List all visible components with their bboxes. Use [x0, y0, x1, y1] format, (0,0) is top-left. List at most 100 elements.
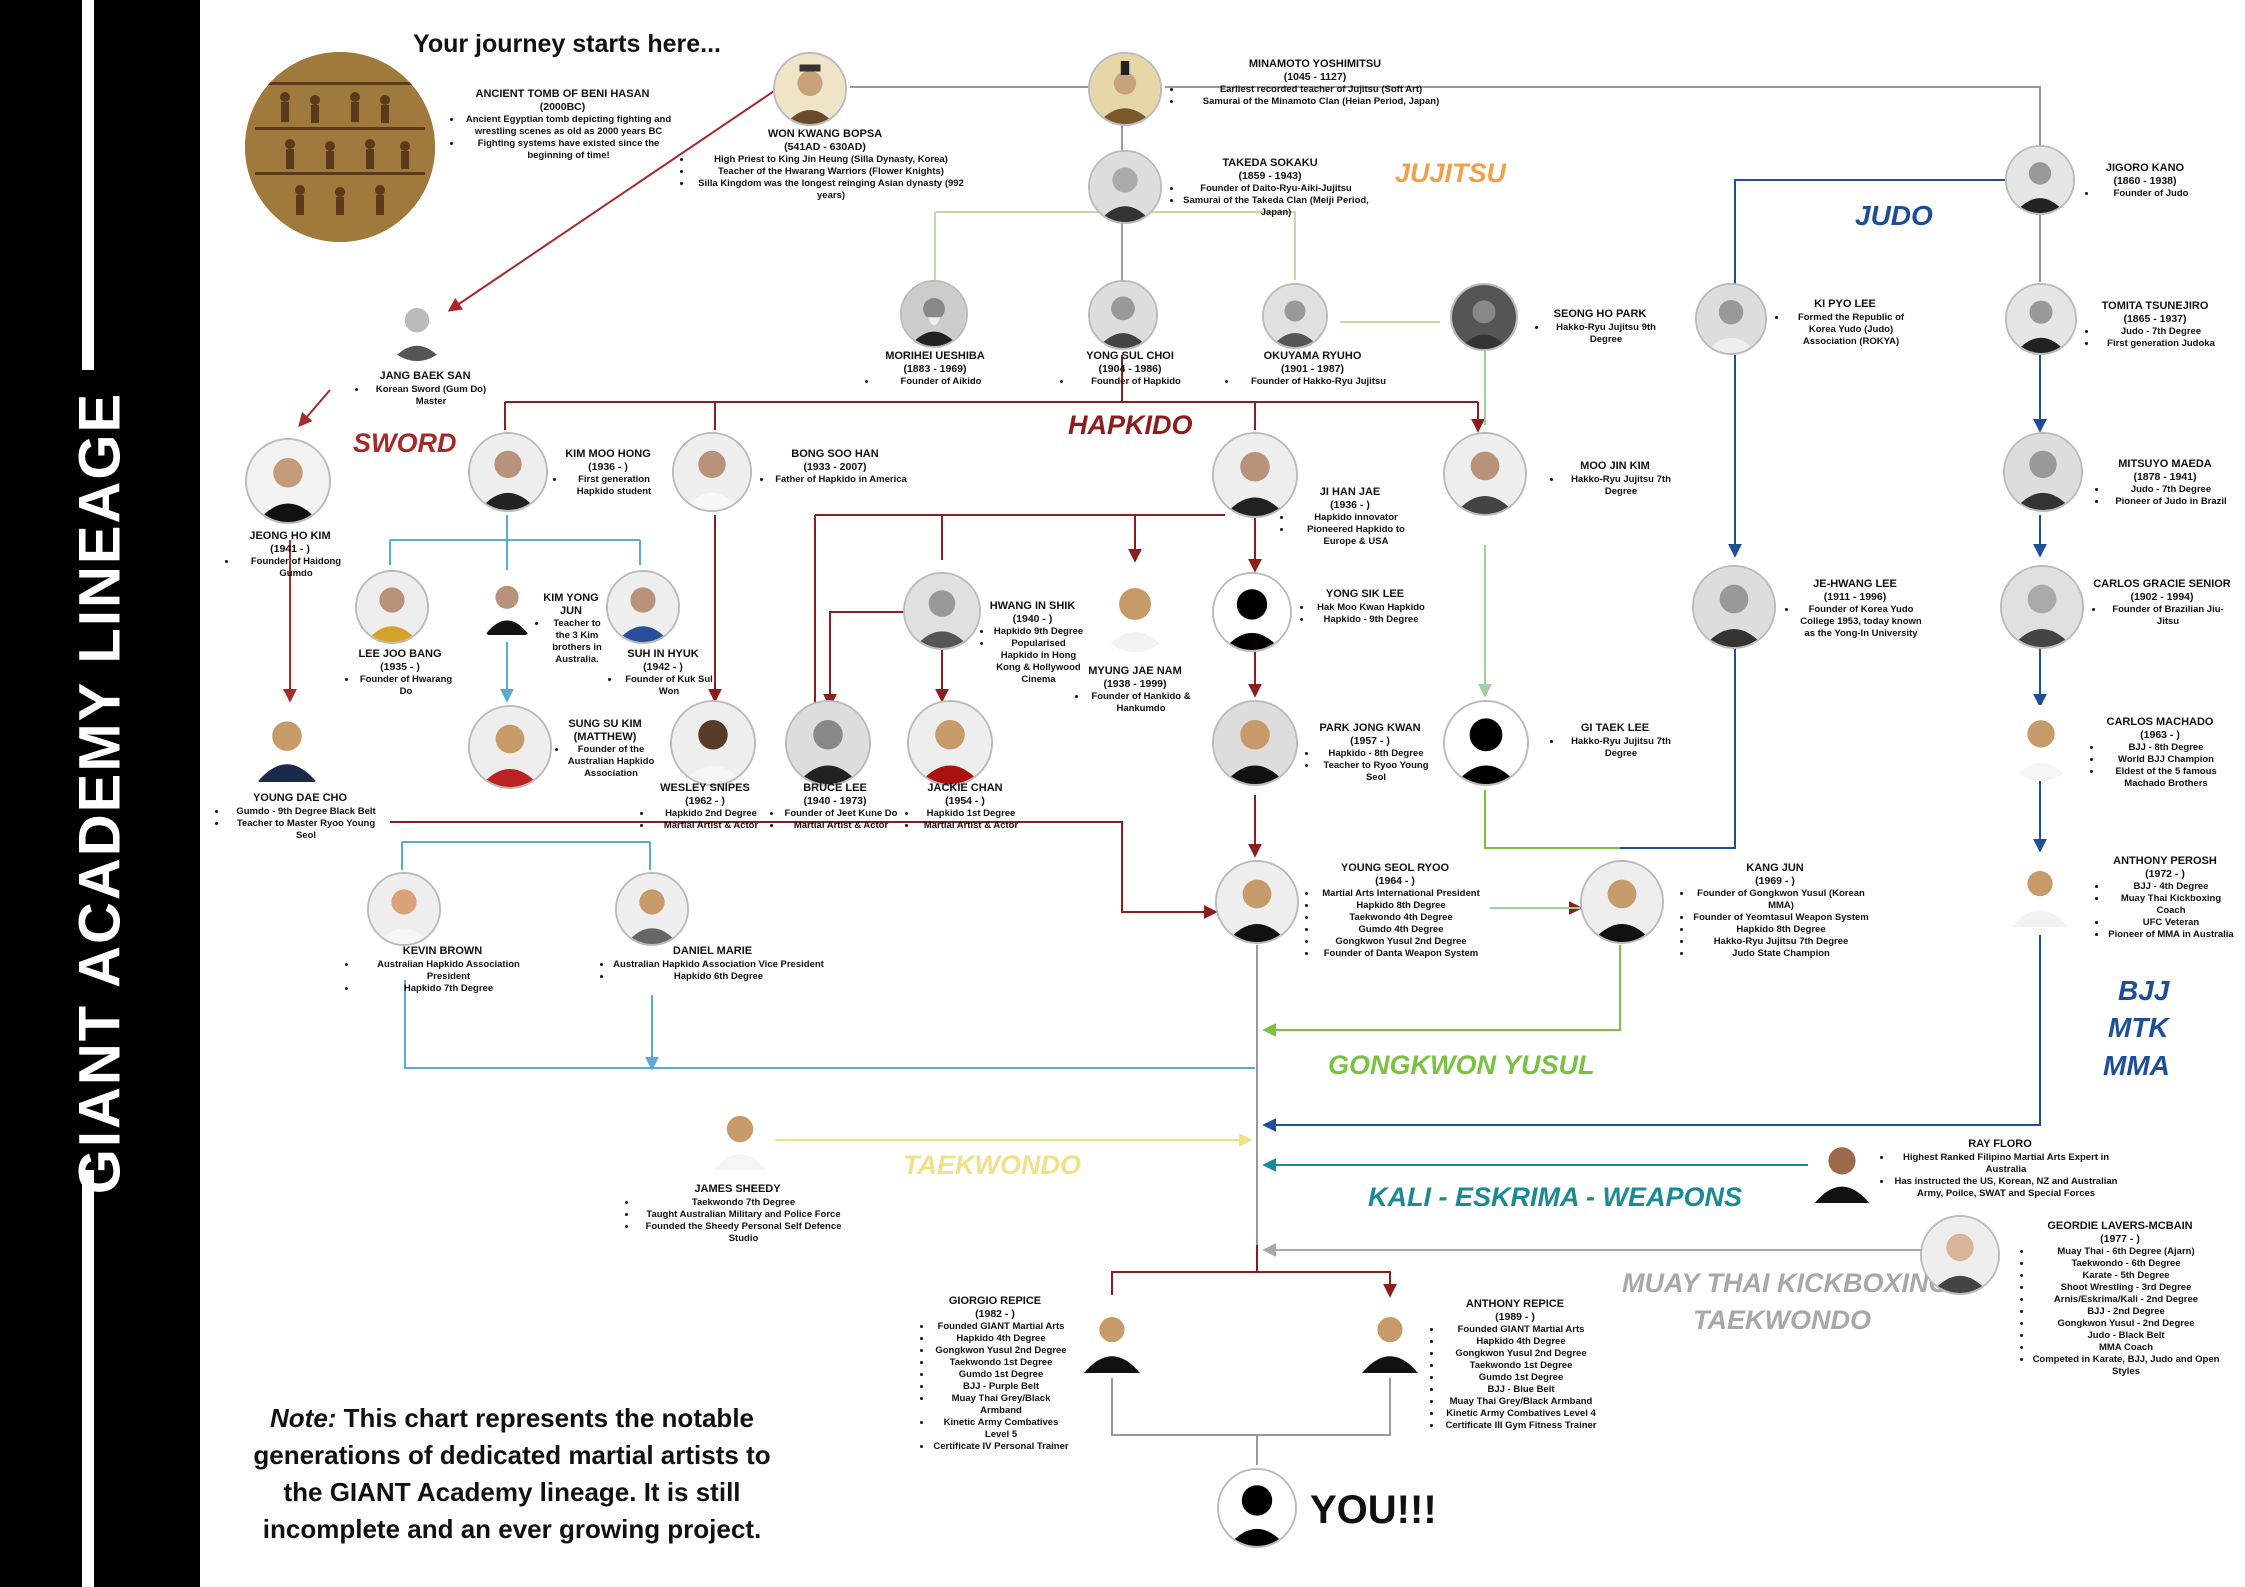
portrait-wesley-snipes	[670, 700, 756, 786]
node-note: BJJ - 8th Degree	[2102, 742, 2230, 754]
node-note: Pioneer of MMA in Australia	[2107, 929, 2235, 941]
node-note: Founder of Korea Yudo College 1953, toda…	[1797, 604, 1925, 640]
node-dates: (1911 - 1996)	[1823, 590, 1887, 603]
node-note: Gumdo 1st Degree	[932, 1369, 1070, 1381]
portrait-ray-floro	[1808, 1130, 1876, 1208]
portrait-carlos-machado	[2003, 705, 2079, 781]
node-myung-jae-nam: MYUNG JAE NAM (1938 - 1999) Founder of H…	[1075, 665, 1195, 715]
node-note: Judo - 7th Degree	[2097, 326, 2225, 338]
node-name: ANTHONY REPICE	[1465, 1298, 1565, 1310]
node-name: JIGORO KANO	[2105, 162, 2185, 174]
node-tomita-tsunejiro: TOMITA TSUNEJIRO (1865 - 1937) Judo - 7t…	[2085, 300, 2225, 350]
node-anthony-perosh: ANTHONY PEROSH (1972 - ) BJJ - 4th Degre…	[2095, 855, 2235, 941]
node-note: Eldest of the 5 famous Machado Brothers	[2102, 766, 2230, 790]
node-name: MOO JIN KIM	[1580, 460, 1650, 472]
node-note: Muay Thai Grey/Black Armband	[1442, 1396, 1600, 1408]
node-je-hwang-lee: JE-HWANG LEE (1911 - 1996) Founder of Ko…	[1785, 578, 1925, 640]
node-name: SEONG HO PARK	[1553, 308, 1647, 320]
portrait-jigoro-kano	[2005, 145, 2075, 215]
node-dates: (1865 - 1937)	[2123, 312, 2187, 325]
node-note: Ancient Egyptian tomb depicting fighting…	[462, 114, 675, 138]
node-carlos-machado: CARLOS MACHADO (1963 - ) BJJ - 8th Degre…	[2090, 716, 2230, 790]
node-dates: (1957 - )	[1350, 734, 1390, 747]
node-note: First generation Hapkido student	[565, 474, 663, 498]
node-note: Hakko-Ryu Jujitsu 7th Degree	[1562, 474, 1680, 498]
node-note: Shoot Wrestling - 3rd Degree	[2032, 1282, 2220, 1294]
node-note: Founder of Hankido & Hankumdo	[1087, 691, 1195, 715]
node-name: RAY FLORO	[1968, 1138, 2032, 1150]
node-name: CARLOS GRACIE SENIOR	[2093, 578, 2231, 590]
node-name: TOMITA TSUNEJIRO	[2101, 300, 2209, 312]
sidebar-divider-top	[82, 0, 94, 370]
node-morihei-ueshiba: MORIHEI UESHIBA (1883 - 1969) Founder of…	[865, 350, 1005, 388]
node-note: Pioneer of Judo in Brazil	[2107, 496, 2235, 508]
node-note: Founder of Brazilian Jiu-Jitsu	[2104, 604, 2232, 628]
portrait-jackie-chan	[907, 700, 993, 786]
tomb-painting-image	[245, 52, 435, 242]
node-note: Founder of Gongkwon Yusul (Korean MMA)	[1692, 888, 1870, 912]
node-ki-pyo-lee: KI PYO LEE Formed the Republic of Korea …	[1775, 298, 1915, 348]
node-name: JAMES SHEEDY	[694, 1183, 781, 1195]
node-note: Hapkido 2nd Degree	[652, 808, 770, 820]
node-dates: (1989 - )	[1495, 1310, 1535, 1323]
node-giorgio-repice: GIORGIO REPICE (1982 - ) Founded GIANT M…	[920, 1295, 1070, 1453]
node-note: Hapkido 8th Degree	[1692, 924, 1870, 936]
node-dates: (1942 - )	[643, 660, 683, 673]
node-won-kwang-bopsa: WON KWANG BOPSA (541AD - 630AD) High Pri…	[680, 128, 970, 202]
node-name: YOUNG SEOL RYOO	[1340, 862, 1450, 874]
node-note: Hapkido 6th Degree	[612, 971, 825, 983]
portrait-won-kwang-bopsa	[773, 52, 847, 126]
node-note: Founder of Hapkido	[1072, 376, 1200, 388]
node-dates: (1878 - 1941)	[2133, 470, 2197, 483]
node-tomb: ANCIENT TOMB OF BENI HASAN (2000BC) Anci…	[450, 88, 675, 162]
node-kevin-brown: KEVIN BROWN Australian Hapkido Associati…	[345, 945, 540, 995]
you-label: YOU!!!	[1310, 1488, 1437, 1532]
node-note: Hapkido 8th Degree	[1317, 900, 1485, 912]
node-dates: (541AD - 630AD)	[784, 140, 866, 153]
portrait-you	[1217, 1468, 1297, 1548]
node-dates: (1935 - )	[380, 660, 420, 673]
node-note: World BJJ Champion	[2102, 754, 2230, 766]
portrait-tomita-tsunejiro	[2005, 283, 2077, 355]
node-name: GIORGIO REPICE	[948, 1295, 1042, 1307]
node-name: SUH IN HYUK	[627, 648, 699, 660]
node-dates: (1936 - )	[1330, 498, 1370, 511]
portrait-kim-yong-jun	[478, 570, 536, 642]
portrait-takeda-sokaku	[1088, 150, 1162, 224]
node-dates: (1045 - 1127)	[1283, 70, 1347, 83]
portrait-lee-joo-bang	[355, 570, 429, 644]
node-dates: (1962 - )	[685, 794, 725, 807]
node-note: Founder of Haidong Gumdo	[237, 556, 355, 580]
portrait-seong-ho-park	[1450, 283, 1518, 351]
node-name: ANCIENT TOMB OF BENI HASAN	[475, 88, 650, 100]
node-note: Popularised Hapkido in Hong Kong & Holly…	[992, 638, 1085, 686]
portrait-park-jong-kwan	[1212, 700, 1298, 786]
node-note: Father of Hapkido in America	[772, 474, 910, 486]
style-label-gongkwon: GONGKWON YUSUL	[1328, 1050, 1595, 1080]
node-note: Founded GIANT Martial Arts	[1442, 1324, 1600, 1336]
node-name: GEORDIE LAVERS-MCBAIN	[2047, 1220, 2193, 1232]
node-name: YONG SUL CHOI	[1086, 350, 1174, 362]
node-name: BRUCE LEE	[803, 782, 867, 794]
portrait-jang-baek-san	[383, 293, 451, 361]
node-note: Hapkido 4th Degree	[1442, 1336, 1600, 1348]
node-ray-floro: RAY FLORO Highest Ranked Filipino Martia…	[1880, 1138, 2120, 1200]
style-label-mma: MMA	[2103, 1050, 2170, 1081]
node-suh-in-hyuk: SUH IN HYUK (1942 - ) Founder of Kuk Sul…	[608, 648, 718, 698]
portrait-gi-taek-lee	[1443, 700, 1529, 786]
node-note: Kinetic Army Combatives Level 4	[1442, 1408, 1600, 1420]
node-kim-moo-hong: KIM MOO HONG (1936 - ) First generation …	[553, 448, 663, 498]
node-park-jong-kwan: PARK JONG KWAN (1957 - ) Hapkido - 8th D…	[1305, 722, 1435, 784]
portrait-james-sheedy	[707, 1100, 773, 1174]
portrait-jeong-ho-kim	[245, 438, 331, 524]
node-note: UFC Veteran	[2107, 917, 2235, 929]
node-bruce-lee: BRUCE LEE (1940 - 1973) Founder of Jeet …	[770, 782, 900, 832]
node-note: Pioneered Hapkido to Europe & USA	[1292, 524, 1420, 548]
node-note: BJJ - 4th Degree	[2107, 881, 2235, 893]
node-note: Earliest recorded teacher of Jujitsu (So…	[1182, 84, 1460, 96]
node-note: Founder of Judo	[2097, 188, 2205, 200]
node-note: Founder of Aikido	[877, 376, 1005, 388]
portrait-morihei-ueshiba	[900, 280, 968, 348]
node-note: Founder of Hwarang Do	[357, 674, 455, 698]
node-note: BJJ - Purple Belt	[932, 1381, 1070, 1393]
